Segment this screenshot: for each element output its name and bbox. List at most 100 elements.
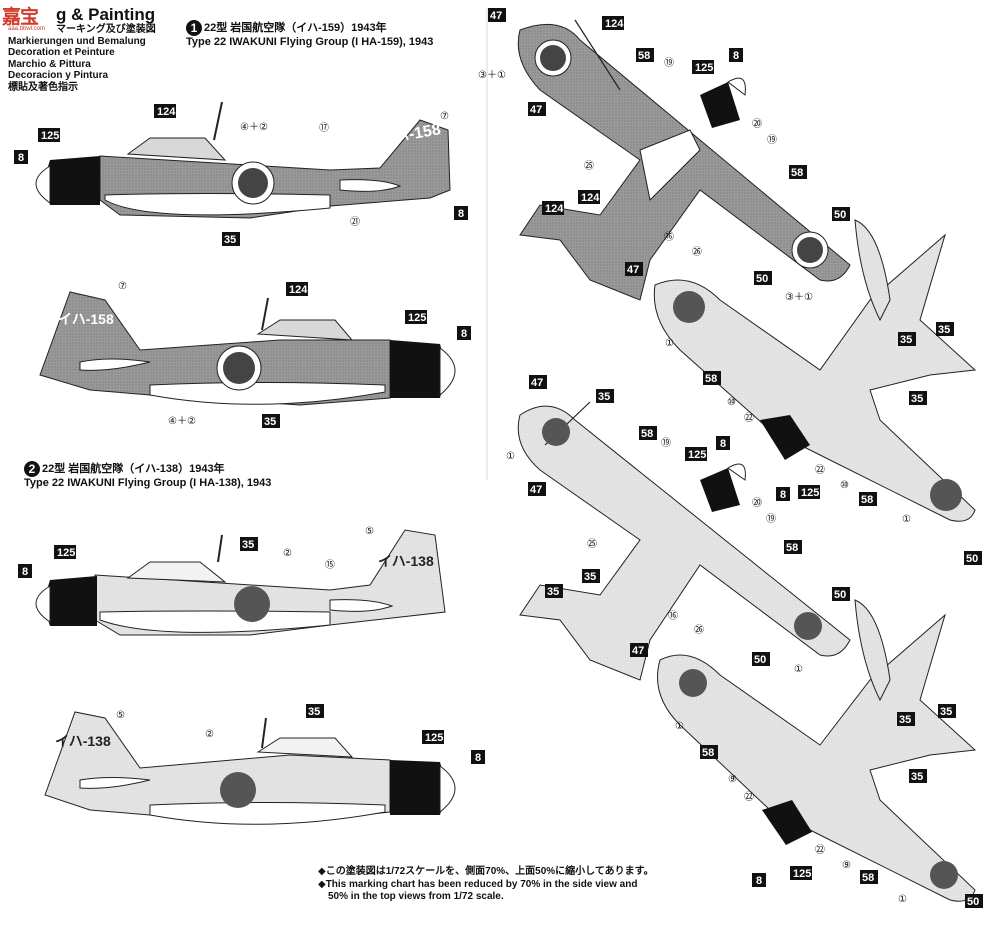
callout-124-b: 124 <box>289 284 308 296</box>
callout-10-b: ⑩ <box>840 480 849 491</box>
callout-1-e: ① <box>675 721 684 732</box>
callout-21: ㉑ <box>350 216 360 228</box>
lang-de: Markierungen und Bemalung <box>8 35 146 47</box>
callout-47-e: 47 <box>530 484 542 496</box>
callout-22-a: ㉒ <box>744 412 754 424</box>
callout-3p1-a: ③＋① <box>478 70 506 81</box>
callout-35-l: 35 <box>940 706 952 718</box>
callout-125-g: 125 <box>688 449 706 461</box>
callout-58-g: 58 <box>702 747 714 759</box>
callout-35-i: 35 <box>584 571 596 583</box>
callout-3p1-b: ③＋① <box>785 292 813 303</box>
callout-1-d: ① <box>794 664 803 675</box>
callout-125-e: 125 <box>695 62 713 74</box>
callout-47-c: 47 <box>627 264 639 276</box>
callout-125-h: 125 <box>793 868 811 880</box>
callout-19-b: ⑲ <box>767 134 777 146</box>
callouts: 124 125 8 8 35 ④＋② ⑦ ⑰ ㉑ 124 125 8 35 ⑦ … <box>14 8 983 908</box>
callout-8-i: 8 <box>756 875 762 887</box>
callout-22-d: ㉒ <box>815 844 825 856</box>
plane-s1-top <box>517 19 851 301</box>
callout-8-d: 8 <box>22 566 28 578</box>
callout-7-a: ⑦ <box>440 111 449 122</box>
callout-8-h: 8 <box>720 438 726 450</box>
callout-2-a: ② <box>283 548 292 559</box>
callout-124-d: 124 <box>581 192 600 204</box>
scheme-1-number: 1 <box>186 20 202 36</box>
callout-19-d: ⑲ <box>766 513 776 525</box>
header: g & Painting マーキング及び塗装図 Markierungen und… <box>8 6 208 93</box>
header-title: g & Painting <box>56 5 156 24</box>
callout-5-b: ⑤ <box>116 710 125 721</box>
callout-19-c: ⑲ <box>661 437 671 449</box>
scheme-2-number: 2 <box>24 461 40 477</box>
callout-124-c: 124 <box>605 18 624 30</box>
callout-50-b: 50 <box>756 273 768 285</box>
callout-20-a: ⑳ <box>752 118 762 130</box>
tail-code-s2b: イハ-138 <box>55 733 111 749</box>
callout-124-e: 124 <box>545 203 564 215</box>
lang-fr: Decoration et Peinture <box>8 47 115 58</box>
scheme-1-jp: 22型 岩国航空隊（イハ-159）1943年 <box>204 21 387 34</box>
callout-35-f: 35 <box>938 324 950 336</box>
callout-35-a: 35 <box>224 234 236 246</box>
callout-35-k: 35 <box>899 714 911 726</box>
callout-8-b: 8 <box>458 208 464 220</box>
callout-125-d: 125 <box>425 732 443 744</box>
callout-50-c: 50 <box>966 553 978 565</box>
footer-note-en-1: ◆This marking chart has been reduced by … <box>318 878 638 890</box>
plane-s1-side-right: イハ-158 <box>39 291 456 406</box>
callout-20-b: ⑳ <box>752 497 762 509</box>
callout-125-a: 125 <box>41 130 59 142</box>
callout-124-a: 124 <box>157 106 176 118</box>
callout-4p2-b: ④＋② <box>168 416 196 427</box>
callout-15: ⑮ <box>325 559 335 571</box>
callout-5-a: ⑤ <box>365 526 374 537</box>
callout-35-m: 35 <box>911 771 923 783</box>
footer-note: ◆この塗装図は1/72スケールを、側面70%、上面50%に縮小してあります。 ◆… <box>318 866 654 904</box>
scheme-2-en: Type 22 IWAKUNI Flying Group (I HA-138),… <box>24 477 272 489</box>
callout-22-c: ㉒ <box>744 791 754 803</box>
plane-s1-bottom <box>653 219 977 522</box>
lang-it: Marchio & Pittura <box>8 58 91 70</box>
callout-1-a: ① <box>665 338 674 349</box>
callout-50-a: 50 <box>834 209 846 221</box>
callout-8-a: 8 <box>18 152 24 164</box>
plane-s2-top <box>517 401 851 681</box>
callout-58-f: 58 <box>786 542 798 554</box>
callout-1-b: ① <box>902 514 911 525</box>
callout-22-b: ㉒ <box>815 464 825 476</box>
callout-35-e: 35 <box>900 334 912 346</box>
callout-50-d: 50 <box>834 589 846 601</box>
scheme-2-jp: 22型 岩国航空隊（イハ-138）1943年 <box>42 462 225 475</box>
watermark-url: aaa.bbwl.com <box>8 26 46 32</box>
callout-47-d: 47 <box>531 377 543 389</box>
callout-35-g: 35 <box>911 393 923 405</box>
plane-s2-side-left: イハ-138 <box>35 529 446 636</box>
callout-2-b: ② <box>205 729 214 740</box>
callout-8-c: 8 <box>461 328 467 340</box>
callout-4p2-a: ④＋② <box>240 122 268 133</box>
callout-8-e: 8 <box>475 752 481 764</box>
callout-7-b: ⑦ <box>118 281 127 292</box>
scheme-1-en: Type 22 IWAKUNI Flying Group (I HA-159),… <box>186 36 434 48</box>
callout-47-b: 47 <box>530 104 542 116</box>
callout-26-a: ㉖ <box>692 246 702 258</box>
callout-10-a: ⑩ <box>727 397 736 408</box>
callout-58-h: 58 <box>862 872 874 884</box>
callout-58-a: 58 <box>638 50 650 62</box>
callout-50-e: 50 <box>754 654 766 666</box>
callout-35-b: 35 <box>264 416 276 428</box>
callout-9-a: ⑨ <box>728 774 737 785</box>
tail-code-s2a: イハ-138 <box>378 553 434 569</box>
callout-9-b: ⑨ <box>842 860 851 871</box>
callout-1-c: ① <box>506 451 515 462</box>
tail-code-s1b: イハ-158 <box>58 311 114 327</box>
lang-zh: 標貼及著色指示 <box>8 81 78 93</box>
callout-16-b: ⑯ <box>668 610 678 622</box>
callout-50-f: 50 <box>967 896 979 908</box>
callout-125-c: 125 <box>57 547 75 559</box>
plane-s2-bottom <box>657 599 977 902</box>
